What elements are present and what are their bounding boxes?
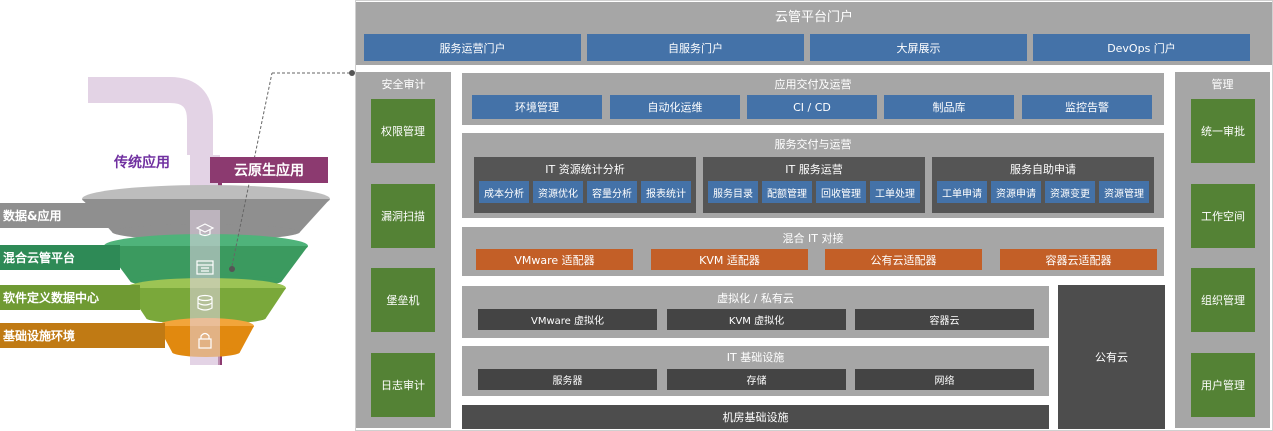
self-service-request-title: 服务自助申请 [1010, 163, 1076, 176]
resource-management-button[interactable]: 资源管理 [1099, 181, 1149, 203]
vmware-virtualization-button[interactable]: VMware 虚拟化 [478, 309, 657, 330]
env-management-button[interactable]: 环境管理 [472, 95, 602, 119]
public-cloud-block[interactable]: 公有云 [1058, 285, 1165, 429]
resource-request-button[interactable]: 资源申请 [991, 181, 1041, 203]
graduation-cap-icon [195, 223, 215, 237]
recycle-management-button[interactable]: 回收管理 [816, 181, 866, 203]
kvm-virtualization-button[interactable]: KVM 虚拟化 [667, 309, 846, 330]
container-cloud-button[interactable]: 容器云 [855, 309, 1034, 330]
artifact-repo-button[interactable]: 制品库 [884, 95, 1014, 119]
public-cloud-adapter-button[interactable]: 公有云适配器 [825, 249, 982, 270]
vmware-adapter-button[interactable]: VMware 适配器 [476, 249, 633, 270]
portal-service-ops-button[interactable]: 服务运营门户 [364, 34, 581, 61]
funnel-illustration [82, 70, 355, 365]
connector-dot [229, 266, 235, 272]
workspace-button[interactable]: 工作空间 [1191, 184, 1255, 248]
it-resource-stats-title: IT 资源统计分析 [545, 163, 625, 176]
user-management-button[interactable]: 用户管理 [1191, 353, 1255, 417]
cloud-native-app-label: 云原生应用 [210, 157, 328, 183]
layer-label-sddc: 软件定义数据中心 [0, 285, 140, 310]
it-service-ops-title: IT 服务运营 [785, 163, 843, 176]
portal-big-screen-button[interactable]: 大屏展示 [810, 34, 1027, 61]
connector-dot-end [349, 70, 355, 76]
report-stats-button[interactable]: 报表统计 [641, 181, 691, 203]
app-delivery-title: 应用交付及运营 [774, 78, 852, 91]
datacenter-infra-bar[interactable]: 机房基础设施 [462, 405, 1049, 429]
ci-cd-button[interactable]: CI / CD [747, 95, 877, 119]
kvm-adapter-button[interactable]: KVM 适配器 [651, 249, 808, 270]
portal-devops-button[interactable]: DevOps 门户 [1033, 34, 1250, 61]
lock-icon [198, 332, 212, 349]
unified-approval-button[interactable]: 统一审批 [1191, 99, 1255, 163]
network-button[interactable]: 网络 [855, 369, 1034, 390]
ticket-request-button[interactable]: 工单申请 [937, 181, 987, 203]
security-audit-title: 安全审计 [381, 78, 426, 91]
quota-management-button[interactable]: 配额管理 [762, 181, 812, 203]
container-cloud-adapter-button[interactable]: 容器云适配器 [1000, 249, 1157, 270]
database-icon [197, 294, 213, 311]
server-button[interactable]: 服务器 [478, 369, 657, 390]
layer-label-cmp: 混合云管平台 [0, 245, 120, 270]
capacity-analysis-button[interactable]: 容量分析 [587, 181, 637, 203]
ticket-processing-button[interactable]: 工单处理 [870, 181, 920, 203]
service-catalog-button[interactable]: 服务目录 [708, 181, 758, 203]
virtualization-title: 虚拟化 / 私有云 [717, 292, 794, 305]
vulnerability-scan-button[interactable]: 漏洞扫描 [371, 184, 435, 248]
resource-optimize-button[interactable]: 资源优化 [533, 181, 583, 203]
layer-label-data-app: 数据&应用 [0, 203, 110, 228]
permission-management-button[interactable]: 权限管理 [371, 99, 435, 163]
bastion-host-button[interactable]: 堡垒机 [371, 268, 435, 332]
resource-change-button[interactable]: 资源变更 [1045, 181, 1095, 203]
auto-ops-button[interactable]: 自动化运维 [610, 95, 740, 119]
traditional-app-label: 传统应用 [114, 154, 170, 171]
org-management-button[interactable]: 组织管理 [1191, 268, 1255, 332]
cost-analysis-button[interactable]: 成本分析 [479, 181, 529, 203]
calendar-icon [196, 260, 214, 275]
it-infrastructure-title: IT 基础设施 [726, 351, 785, 364]
storage-button[interactable]: 存储 [667, 369, 846, 390]
portal-self-service-button[interactable]: 自服务门户 [587, 34, 804, 61]
log-audit-button[interactable]: 日志审计 [371, 353, 435, 417]
portal-title: 云管平台门户 [774, 9, 853, 25]
service-delivery-title: 服务交付与运营 [774, 138, 852, 151]
hybrid-it-title: 混合 IT 对接 [782, 232, 844, 245]
layer-label-infra: 基础设施环境 [0, 323, 165, 348]
management-title: 管理 [1211, 78, 1234, 91]
monitoring-alert-button[interactable]: 监控告警 [1022, 95, 1152, 119]
